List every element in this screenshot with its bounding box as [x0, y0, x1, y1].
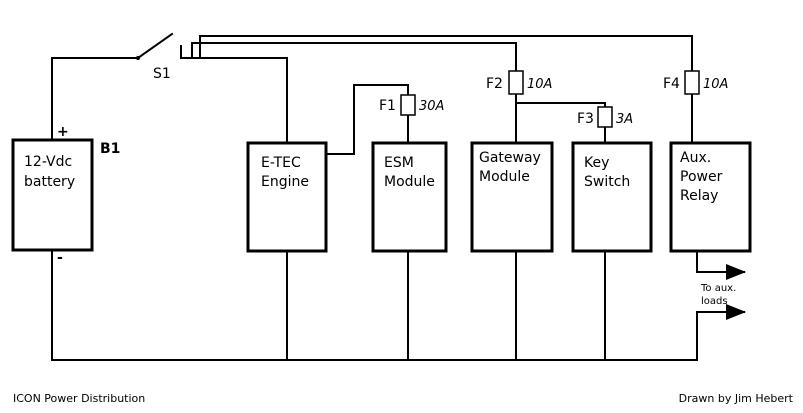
fuse-f1	[400, 94, 416, 116]
battery-box	[11, 138, 94, 252]
gateway-label-line2: Module	[479, 169, 530, 185]
fuse-f3-rating: 3A	[616, 112, 633, 127]
engine-label-line1: E-TEC	[261, 155, 301, 171]
battery-minus-sign: -	[57, 250, 63, 266]
aux-output-label-line1: To aux.	[700, 283, 736, 294]
aux-relay-label-line3: Relay	[680, 188, 718, 204]
esm-label-line1: ESM	[384, 155, 414, 171]
wire-engine-to-f1	[325, 84, 409, 155]
key-switch-label-line2: Switch	[584, 174, 630, 190]
battery-label-line1: 12-Vdc	[24, 154, 72, 170]
key-switch-box	[571, 141, 653, 253]
wire-battery-to-switch	[51, 57, 139, 141]
engine-label-line2: Engine	[261, 174, 309, 190]
gateway-label-line1: Gateway	[479, 150, 541, 166]
engine-box	[246, 141, 328, 253]
switch-s1-lever	[136, 32, 174, 60]
esm-module-box	[371, 141, 448, 253]
wire-bus-to-f2	[191, 42, 517, 72]
battery-ref-label: B1	[100, 141, 120, 157]
fuse-f4	[684, 70, 700, 95]
wire-bus-to-engine	[180, 57, 288, 144]
battery-plus-sign: +	[57, 124, 69, 140]
switch-label: S1	[153, 66, 171, 82]
key-switch-label-line1: Key	[584, 155, 609, 171]
gateway-module-box	[470, 141, 554, 253]
fuse-f3	[597, 106, 613, 128]
fuse-f3-label: F3	[577, 111, 594, 127]
fuse-f4-rating: 10A	[703, 77, 728, 92]
fuse-f2-label: F2	[486, 76, 503, 92]
fuse-f2-rating: 10A	[527, 77, 552, 92]
footer-title: ICON Power Distribution	[13, 392, 145, 405]
aux-output-label-line2: loads	[701, 296, 728, 307]
footer-credit: Drawn by Jim Hebert	[679, 392, 794, 405]
aux-relay-label-line1: Aux.	[680, 150, 711, 166]
wire-bus-to-f4	[199, 35, 693, 72]
aux-relay-label-line2: Power	[680, 169, 723, 185]
ground-bus	[51, 249, 698, 361]
aux-output-arrow	[696, 250, 746, 280]
wire-f2-to-f3	[515, 102, 606, 108]
battery-label-line2: battery	[24, 174, 75, 190]
fuse-f2	[508, 70, 524, 95]
aux-power-relay-box	[669, 141, 752, 253]
fuse-f1-label: F1	[379, 98, 396, 114]
esm-label-line2: Module	[384, 174, 435, 190]
fuse-f4-label: F4	[663, 76, 680, 92]
fuse-f1-rating: 30A	[419, 99, 444, 114]
